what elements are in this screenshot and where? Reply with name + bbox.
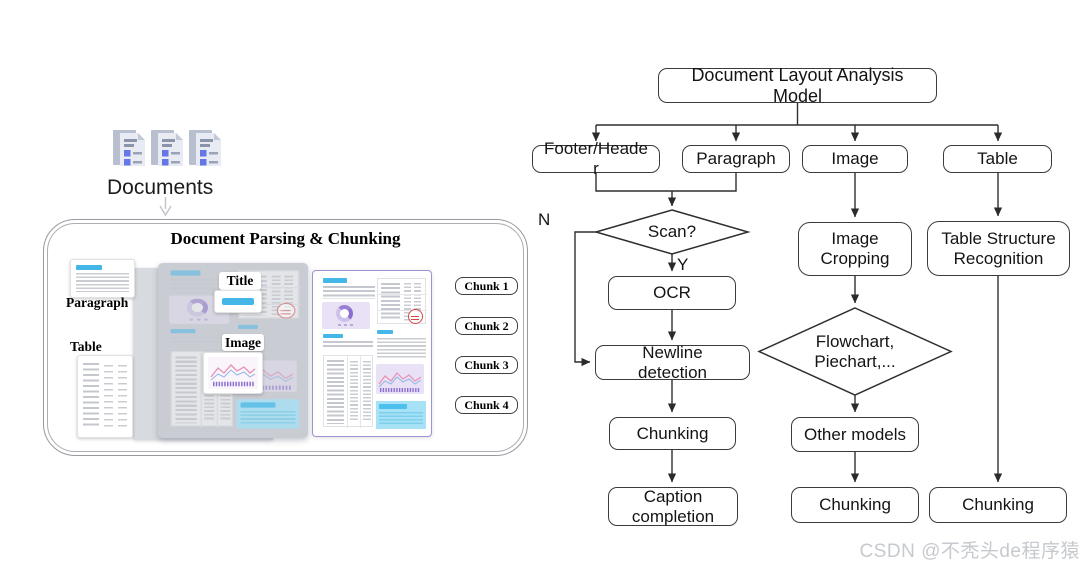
table-divider — [200, 352, 202, 428]
subtitle-bar — [377, 330, 393, 334]
text-lines — [323, 286, 375, 299]
chunk-box-1: Chunk 1 — [455, 277, 518, 295]
text-lines — [377, 338, 426, 359]
node-document-layout-analysis-model: Document Layout Analysis Model — [658, 65, 937, 106]
stamp-icon — [408, 309, 423, 324]
chart-legend-dots — [189, 318, 212, 321]
table-lines — [363, 361, 371, 421]
donut-chart-panel — [322, 302, 370, 329]
paragraph-card — [70, 259, 135, 298]
node-table: Table — [943, 145, 1052, 173]
chart-thumbnail — [376, 364, 424, 394]
table-lines — [350, 361, 358, 421]
panel-title: Document Parsing & Chunking — [170, 229, 401, 248]
subtitle-bar — [170, 329, 196, 334]
table-lines — [284, 275, 293, 316]
title-annotation-chip: Title — [219, 272, 261, 290]
table-lines — [104, 365, 113, 427]
table-divider — [378, 310, 427, 311]
csdn-watermark: CSDN @不秃头de程序猿 — [859, 541, 1080, 562]
node-image-cropping: Image Cropping — [798, 222, 912, 276]
node-caption-completion: Caption completion — [608, 487, 738, 526]
document-icon — [113, 130, 145, 166]
node-footer-header: Footer/Heade r — [532, 139, 660, 178]
document-icon — [189, 130, 221, 166]
donut-chart — [336, 305, 353, 322]
table-divider — [360, 356, 361, 428]
flowchart-piechart-diamond-shape — [757, 307, 953, 396]
table-lines — [404, 283, 411, 321]
table-annotation-label: Table — [70, 339, 102, 354]
decision-flowchart-piechart: Flowchart, Piechart,... — [814, 331, 896, 371]
node-table-structure-recognition: Table Structure Recognition — [927, 221, 1070, 276]
table-block — [377, 278, 427, 324]
table-block — [323, 355, 373, 428]
title-bar — [76, 265, 102, 270]
scan-no-label: N — [538, 210, 551, 229]
chart-thumbnail — [208, 357, 258, 389]
node-chunking-text: Chunking — [609, 417, 736, 450]
flow-arrows — [574, 103, 1003, 483]
node-newline-detection: Newline detection — [595, 343, 750, 382]
table-divider — [239, 303, 301, 305]
document-icon — [151, 130, 183, 166]
table-lines — [327, 360, 344, 424]
table-divider — [347, 356, 348, 428]
table-lines — [175, 356, 197, 424]
node-chunking-table: Chunking — [929, 487, 1067, 523]
stamp-icon — [276, 302, 296, 319]
chunk-box-4: Chunk 4 — [455, 396, 518, 414]
table-divider — [378, 294, 427, 295]
text-lines — [76, 273, 129, 292]
image-annotation-label: Image — [225, 334, 261, 350]
table-lines — [83, 363, 99, 429]
table-lines — [271, 275, 281, 316]
node-ocr: OCR — [608, 276, 736, 310]
node-paragraph: Paragraph — [682, 145, 790, 173]
title-bar — [222, 298, 254, 305]
image-card — [203, 352, 263, 394]
image-annotation-chip: Image — [222, 334, 264, 351]
decision-diamonds — [593, 209, 953, 396]
scan-diamond-shape — [593, 209, 751, 255]
decision-scan: Scan? — [647, 222, 697, 242]
table-lines — [118, 365, 127, 427]
title-annotation-label: Title — [226, 273, 254, 289]
parsed-document-page — [312, 270, 432, 437]
chunk-box-2: Chunk 2 — [455, 317, 518, 335]
table-lines — [414, 283, 421, 321]
highlight-block — [236, 399, 300, 429]
paragraph-annotation-label: Paragraph — [66, 295, 129, 310]
subtitle-bar — [238, 324, 258, 330]
donut-chart — [186, 298, 208, 317]
node-image: Image — [802, 145, 908, 173]
subtitle-bar — [323, 334, 343, 338]
node-chunking-image: Chunking — [791, 487, 919, 523]
text-lines — [323, 341, 373, 349]
documents-arrow-icon — [159, 197, 172, 217]
title-bar — [170, 270, 201, 276]
table-card — [77, 355, 133, 438]
node-other-models: Other models — [791, 417, 919, 452]
text-lines — [170, 336, 233, 345]
title-card — [214, 290, 262, 313]
highlight-block — [376, 401, 426, 429]
scan-yes-label: Y — [677, 255, 689, 274]
chunk-box-3: Chunk 3 — [455, 356, 518, 374]
table-lines — [381, 283, 400, 321]
documents-label: Documents — [107, 176, 214, 199]
title-bar — [323, 278, 347, 283]
table-divider — [239, 287, 301, 289]
chart-legend-dots — [338, 324, 356, 326]
